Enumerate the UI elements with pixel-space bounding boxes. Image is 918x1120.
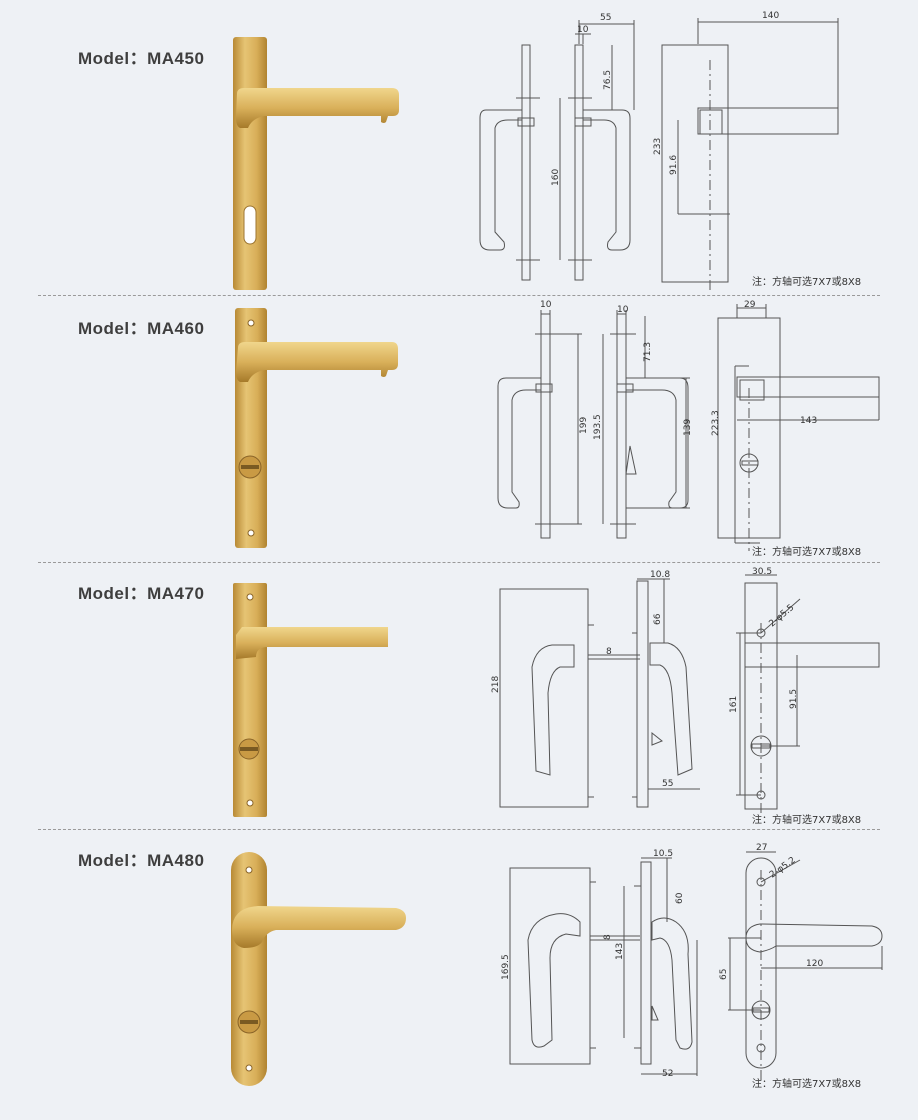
svg-text:10: 10 [577,25,589,35]
svg-text:120: 120 [806,959,823,969]
section-divider [38,295,880,296]
svg-text:30.5: 30.5 [752,567,772,577]
svg-text:60: 60 [675,892,685,904]
spindle-note: 注：方轴可选7X7或8X8 [752,1079,862,1090]
svg-text:2-φ5.2: 2-φ5.2 [768,855,798,880]
product-section-ma460: Model：MA460 [0,296,918,562]
model-title: Model：MA480 [78,851,205,870]
svg-text:169.5: 169.5 [501,954,511,980]
svg-text:10: 10 [617,305,629,315]
svg-text:223.3: 223.3 [711,410,721,436]
product-photo-ma480 [231,852,406,1086]
svg-text:199: 199 [579,417,589,434]
technical-drawing-ma460 [497,304,880,551]
product-section-ma450: Model：MA450 55 10 76.5 160 140 [0,0,918,295]
svg-text:29: 29 [744,300,756,310]
svg-text:10: 10 [540,300,552,310]
svg-text:76.5: 76.5 [603,70,613,90]
svg-text:10.5: 10.5 [653,849,673,859]
svg-text:233: 233 [653,138,663,155]
svg-text:71.3: 71.3 [643,342,653,362]
dimension-labels-ma460: 10 199 10 71.3 193.5 139 29 223.3 143 [540,300,817,440]
svg-text:91.5: 91.5 [789,689,799,709]
spindle-note: 注：方轴可选7X7或8X8 [752,277,862,288]
svg-text:143: 143 [615,943,625,960]
product-section-ma470: Model：MA470 [0,563,918,829]
svg-text:139: 139 [683,419,693,436]
model-title: Model：MA470 [78,584,205,603]
product-photo-ma460 [235,308,398,548]
svg-text:2-φ5.5: 2-φ5.5 [768,603,797,629]
model-title: Model：MA450 [78,49,205,68]
technical-drawing-ma470 [499,574,880,813]
svg-text:140: 140 [762,11,779,21]
svg-text:55: 55 [600,13,611,23]
svg-text:193.5: 193.5 [593,414,603,440]
svg-text:65: 65 [719,969,729,980]
svg-text:218: 218 [491,676,501,693]
technical-drawing-ma480 [509,851,883,1080]
dimension-labels-ma470: 218 10.8 66 8 55 30.5 2-φ5.5 161 91.5 [491,567,799,789]
svg-text:66: 66 [653,613,663,625]
dimension-labels-ma450: 55 10 76.5 160 140 233 91.6 [551,11,779,186]
spindle-note: 注：方轴可选7X7或8X8 [752,547,862,558]
svg-text:8: 8 [603,934,613,940]
svg-text:143: 143 [800,416,817,426]
spindle-note: 注：方轴可选7X7或8X8 [752,815,862,826]
section-divider [38,562,880,563]
svg-text:27: 27 [756,843,767,853]
svg-text:55: 55 [662,779,673,789]
dimension-labels-ma480: 169.5 10.5 60 8 143 52 27 2-φ5.2 65 120 [501,843,823,1079]
product-section-ma480: Model：MA480 [0,830,918,1120]
section-divider [38,829,880,830]
product-photo-ma470 [233,583,388,817]
product-photo-ma450 [233,37,399,290]
technical-drawing-ma450 [479,18,839,290]
svg-text:160: 160 [551,169,561,186]
svg-text:8: 8 [606,647,612,657]
model-title: Model：MA460 [78,319,205,338]
svg-text:161: 161 [729,696,739,713]
svg-text:52: 52 [662,1069,673,1079]
svg-text:10.8: 10.8 [650,570,670,580]
svg-text:91.6: 91.6 [669,155,679,175]
